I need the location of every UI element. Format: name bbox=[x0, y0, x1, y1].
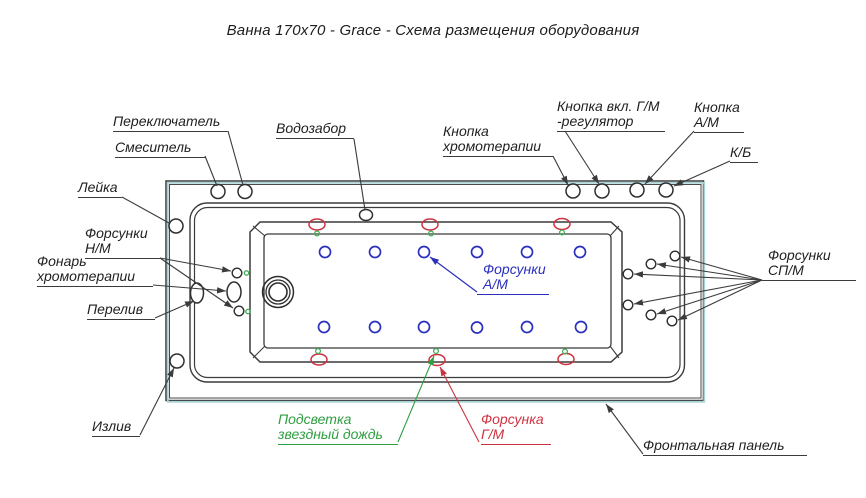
spm-nozzle bbox=[669, 250, 681, 262]
label-nozzles-nm: Форсунки Н/М bbox=[85, 226, 160, 259]
am-nozzle bbox=[368, 320, 382, 334]
am-nozzle bbox=[520, 245, 534, 259]
tub-basin bbox=[249, 221, 623, 363]
label-gm-on-button: Кнопка вкл. Г/М -регулятор bbox=[557, 99, 665, 132]
star-rain-light bbox=[432, 347, 440, 355]
am-nozzle bbox=[470, 321, 484, 334]
nm-nozzle bbox=[231, 267, 243, 279]
am-nozzle bbox=[417, 245, 431, 259]
label-chromo-lamp: Фонарь хромотерапии bbox=[37, 254, 153, 287]
star-rain-light bbox=[243, 270, 250, 276]
am-nozzle bbox=[318, 245, 332, 259]
am-nozzle bbox=[574, 320, 588, 334]
label-water-intake: Водозабор bbox=[276, 121, 354, 139]
label-mixer: Смеситель bbox=[115, 140, 205, 158]
shower-head-port bbox=[168, 218, 184, 234]
am-nozzle bbox=[417, 320, 431, 334]
label-kb: К/Б bbox=[730, 145, 758, 163]
am-nozzle bbox=[573, 245, 587, 259]
label-front-panel: Фронтальная панель bbox=[643, 438, 807, 456]
label-nozzles-spm: Форсунки СП/М bbox=[762, 248, 856, 281]
gm-nozzle bbox=[428, 353, 446, 367]
star-rain-light bbox=[313, 230, 321, 237]
am-nozzle bbox=[520, 320, 534, 334]
star-rain-light bbox=[427, 230, 435, 237]
star-rain-light bbox=[245, 308, 251, 315]
label-overflow: Перелив bbox=[87, 302, 155, 320]
drain-icon bbox=[261, 275, 295, 309]
chromo-lamp bbox=[226, 281, 242, 303]
label-chromo-button: Кнопка хромотерапии bbox=[443, 124, 553, 157]
mixer-port bbox=[210, 183, 226, 200]
star-rain-light bbox=[558, 229, 566, 236]
leader-star-rain bbox=[397, 355, 435, 443]
tub-outer-panel bbox=[165, 180, 706, 403]
star-rain-light bbox=[561, 348, 569, 355]
gm-nozzle bbox=[308, 218, 326, 231]
spout-port bbox=[169, 353, 185, 369]
label-shower-head: Лейка bbox=[78, 180, 122, 198]
label-am-button: Кнопка А/М bbox=[694, 100, 744, 133]
spm-nozzle bbox=[666, 315, 678, 327]
am-button-port bbox=[629, 182, 645, 198]
gm-nozzle bbox=[553, 217, 571, 231]
label-switch: Переключатель bbox=[113, 114, 228, 132]
gm-regulator-button-port bbox=[594, 183, 610, 199]
label-nozzle-gm: Форсунка Г/М bbox=[481, 412, 551, 445]
kb-button-port bbox=[658, 182, 674, 198]
am-nozzle bbox=[470, 245, 484, 259]
label-nozzles-am: Форсунки А/М bbox=[477, 262, 549, 295]
chromo-button-port bbox=[565, 183, 581, 199]
leader-lines bbox=[121, 130, 763, 455]
leader-am bbox=[429, 256, 478, 293]
spm-nozzle bbox=[622, 299, 634, 311]
nm-nozzle bbox=[233, 305, 245, 317]
spm-nozzle bbox=[645, 309, 657, 321]
am-nozzle bbox=[317, 320, 331, 334]
gm-nozzle bbox=[310, 353, 328, 366]
spm-nozzle bbox=[645, 258, 657, 270]
water-intake-port bbox=[358, 208, 374, 222]
switch-port bbox=[237, 183, 253, 200]
diagram-title: Ванна 170х70 - Grace - Схема размещения … bbox=[226, 22, 640, 39]
leader-gm bbox=[439, 366, 480, 443]
star-rain-light bbox=[314, 347, 322, 355]
label-star-rain: Подсветка звездный дождь bbox=[278, 412, 398, 445]
spm-nozzle bbox=[622, 268, 634, 280]
gm-nozzle bbox=[557, 352, 575, 366]
gm-nozzle bbox=[421, 218, 439, 231]
label-spout: Излив bbox=[92, 419, 140, 437]
am-nozzle bbox=[368, 245, 382, 259]
